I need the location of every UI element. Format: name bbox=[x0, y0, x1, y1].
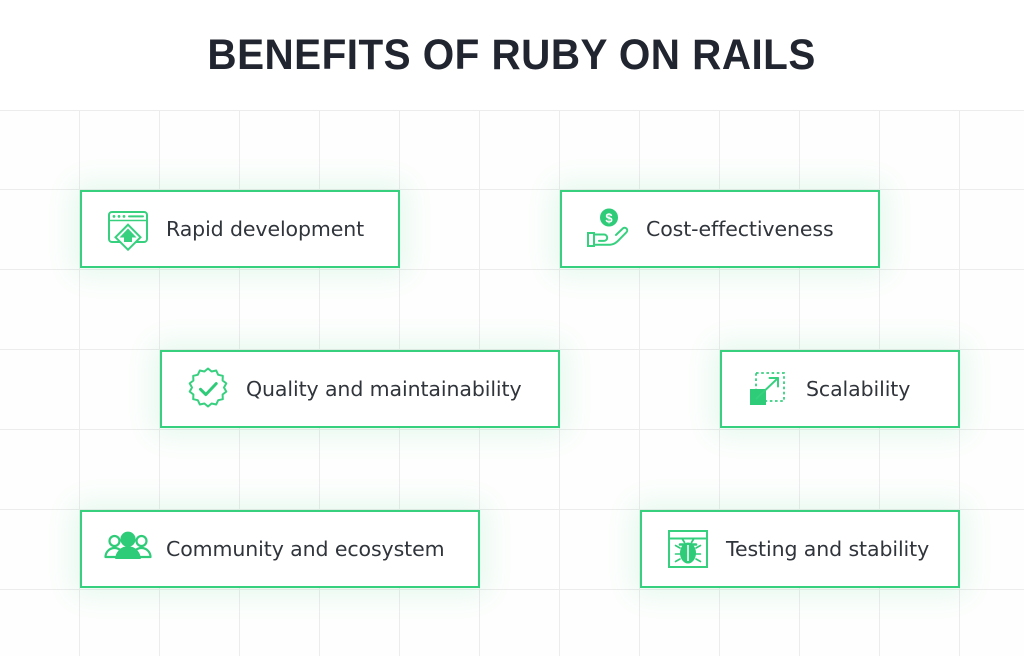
people-group-icon bbox=[100, 521, 156, 577]
benefit-label: Testing and stability bbox=[726, 537, 930, 561]
benefit-label: Quality and maintainability bbox=[246, 377, 522, 401]
benefit-card-community-ecosystem[interactable]: Community and ecosystem bbox=[80, 510, 480, 588]
benefit-label: Scalability bbox=[806, 377, 911, 401]
title-area: BENEFITS OF RUBY ON RAILS bbox=[0, 0, 1024, 110]
benefit-label: Community and ecosystem bbox=[166, 537, 445, 561]
window-bug-icon bbox=[660, 521, 716, 577]
benefit-card-cost-effectiveness[interactable]: $ Cost-effectiveness bbox=[560, 190, 880, 268]
benefit-card-testing-stability[interactable]: Testing and stability bbox=[640, 510, 960, 588]
benefit-card-rapid-development[interactable]: Rapid development bbox=[80, 190, 400, 268]
benefit-label: Rapid development bbox=[166, 217, 365, 241]
benefit-label: Cost-effectiveness bbox=[646, 217, 834, 241]
badge-check-icon bbox=[180, 361, 236, 417]
page-title: BENEFITS OF RUBY ON RAILS bbox=[207, 30, 817, 79]
browser-window-upload-icon bbox=[100, 201, 156, 257]
hand-holding-coin-icon: $ bbox=[580, 201, 636, 257]
benefit-card-quality-maintainability[interactable]: Quality and maintainability bbox=[160, 350, 560, 428]
svg-text:$: $ bbox=[605, 211, 613, 226]
benefit-card-scalability[interactable]: Scalability bbox=[720, 350, 960, 428]
grid-top-divider bbox=[0, 110, 1024, 111]
expand-arrow-icon bbox=[740, 361, 796, 417]
